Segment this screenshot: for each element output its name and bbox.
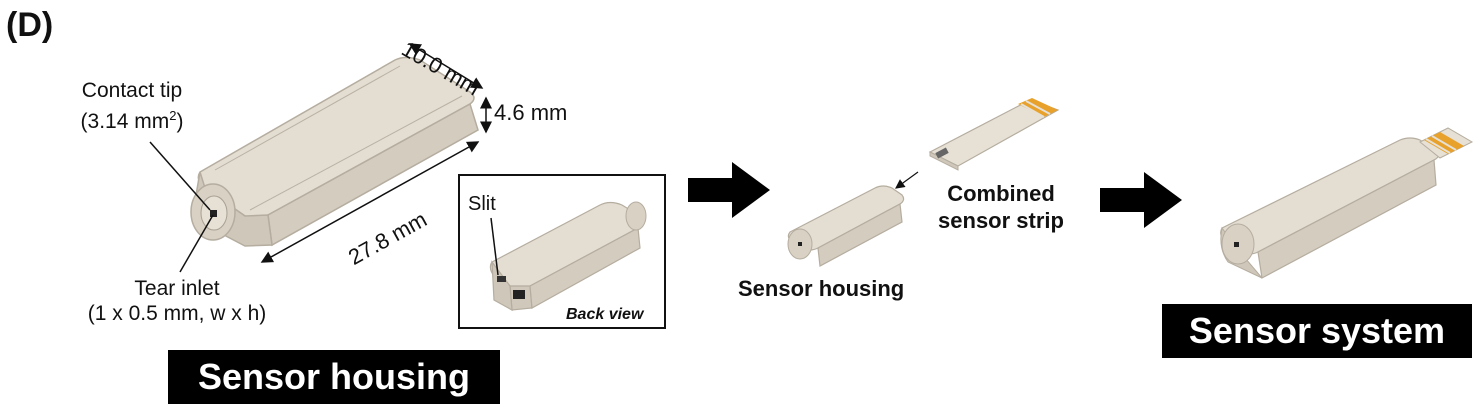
slit-leader [490,217,499,276]
back-view-inset [458,174,666,329]
contact-tip-area: (3.14 mm2) [80,108,184,133]
tear-inlet-leader [179,214,214,273]
slit-label: Slit [468,193,496,215]
combined-strip-line2: sensor strip [938,208,1064,233]
sensor-system-banner: Sensor system [1162,304,1472,358]
contact-tip-label: Contact tip (3.14 mm2) [52,78,212,134]
combined-sensor-strip [928,98,1060,171]
dimension-width-line [408,43,484,89]
combined-strip-label: Combined sensor strip [928,180,1074,234]
insert-arrow [895,171,919,189]
dimension-length-line [260,141,480,263]
contact-tip-leader [149,141,211,211]
process-arrow-2 [1100,172,1182,228]
sensor-housing-main [190,56,479,247]
dimension-height-label: 4.6 mm [494,100,568,125]
back-view-housing [489,201,647,312]
tear-inlet-size: (1 x 0.5 mm, w x h) [87,302,267,325]
tear-inlet-label: Tear inlet (1 x 0.5 mm, w x h) [58,276,296,326]
back-view-caption: Back view [566,306,644,323]
sensor-housing-banner: Sensor housing [168,350,500,404]
combined-strip-line1: Combined [947,181,1055,206]
sensor-housing-small [787,185,905,267]
process-arrow-1 [688,162,770,218]
panel-label: (D) [6,6,54,44]
contact-tip-title: Contact tip [81,79,183,102]
tear-inlet-title: Tear inlet [134,277,220,300]
sensor-system-assembly [1220,127,1474,279]
small-housing-label: Sensor housing [738,276,905,301]
